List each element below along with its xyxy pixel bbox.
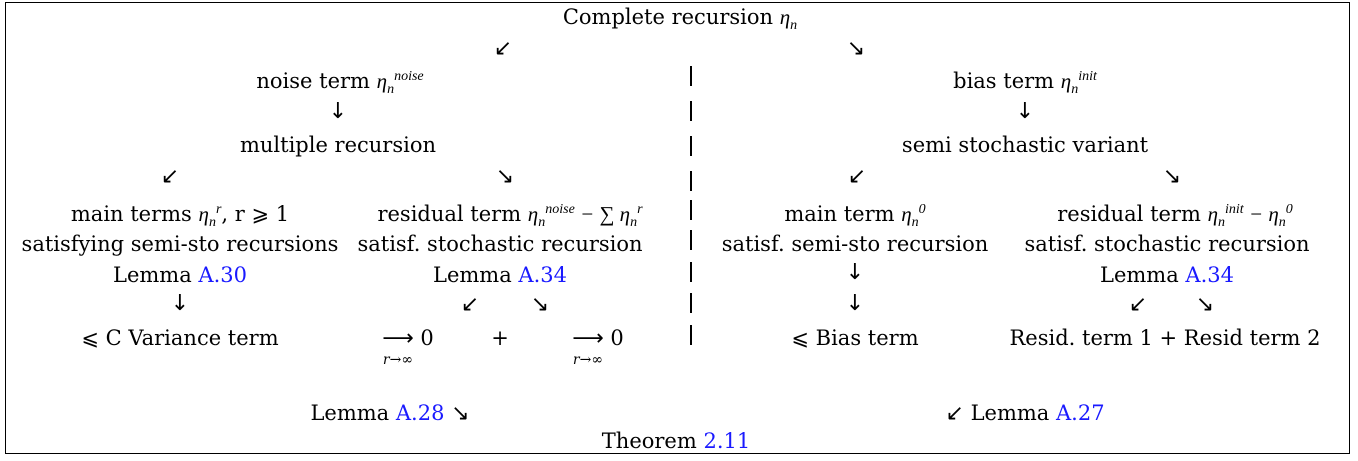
arrow-se: ↘ [1195, 292, 1215, 317]
separator [690, 101, 692, 121]
arrow-down: ↓ [1015, 99, 1035, 124]
theorem-link[interactable]: 2.11 [703, 429, 751, 453]
residual-term-left: residual term ηnnoise − ∑ ηnr [377, 202, 643, 231]
lemma-a34-right: Lemma A.34 [1100, 263, 1234, 287]
lemma-link[interactable]: A.28 [395, 401, 445, 425]
separator [690, 136, 692, 156]
complete-recursion-title: Complete recursion ηn [562, 5, 798, 34]
resid-result: Resid. term 1 + Resid term 2 [1009, 326, 1321, 350]
lemma-link[interactable]: A.30 [198, 263, 247, 287]
bias-result: ⩽ Bias term [791, 326, 919, 350]
residual-desc-right: satisf. stochastic recursion [1024, 232, 1310, 256]
lemma-a34-left: Lemma A.34 [433, 263, 567, 287]
separator [690, 293, 692, 313]
separator [690, 200, 692, 220]
residual-desc-left: satisf. stochastic recursion [357, 232, 643, 256]
main-term-right: main term ηn0 [784, 202, 926, 231]
lemma-link[interactable]: A.27 [1055, 401, 1105, 425]
lemma-a27: ↙ Lemma A.27 [945, 401, 1105, 426]
separator [690, 171, 692, 191]
arrow-sw: ↙ [460, 292, 480, 317]
main-terms: main terms ηnr, r ⩾ 1 [70, 202, 290, 231]
lemma-link[interactable]: A.34 [518, 263, 567, 287]
arrow-down: ↓ [845, 291, 865, 316]
limit-zero-2: ⟶r→∞ 0 [572, 326, 624, 368]
lemma-a28: Lemma A.28 ↘ [310, 401, 470, 426]
arrow-down: ↓ [328, 99, 348, 124]
semi-stochastic-variant: semi stochastic variant [901, 133, 1149, 157]
diagram-frame [5, 2, 1350, 454]
arrow-sw: ↙ [1128, 292, 1148, 317]
separator [690, 230, 692, 250]
arrow-sw: ↙ [847, 164, 867, 189]
limit-zero-1: ⟶r→∞ 0 [382, 326, 434, 368]
arrow-se: ↘ [1162, 164, 1182, 189]
plus-sign: + [491, 326, 509, 350]
theorem: Theorem 2.11 [601, 429, 751, 453]
bias-term: bias term ηninit [953, 69, 1097, 98]
main-term-desc-right: satisf. semi-sto recursion [721, 232, 989, 256]
separator [690, 325, 692, 345]
arrow-se-top: ↘ [846, 36, 866, 61]
residual-term-right: residual term ηninit − ηn0 [1057, 202, 1293, 231]
separator [690, 262, 692, 282]
noise-term: noise term ηnnoise [256, 69, 424, 98]
arrow-down: ↓ [170, 291, 190, 316]
arrow-sw-top: ↙ [493, 36, 513, 61]
multiple-recursion: multiple recursion [239, 133, 437, 157]
main-terms-desc: satisfying semi-sto recursions [21, 232, 339, 256]
arrow-se: ↘ [495, 164, 515, 189]
variance-term: ⩽ C Variance term [81, 326, 279, 350]
arrow-se: ↘ [530, 292, 550, 317]
lemma-a30: Lemma A.30 [113, 263, 247, 287]
arrow-down: ↓ [845, 260, 865, 285]
separator [690, 66, 692, 86]
lemma-link[interactable]: A.34 [1185, 263, 1234, 287]
arrow-sw: ↙ [160, 164, 180, 189]
